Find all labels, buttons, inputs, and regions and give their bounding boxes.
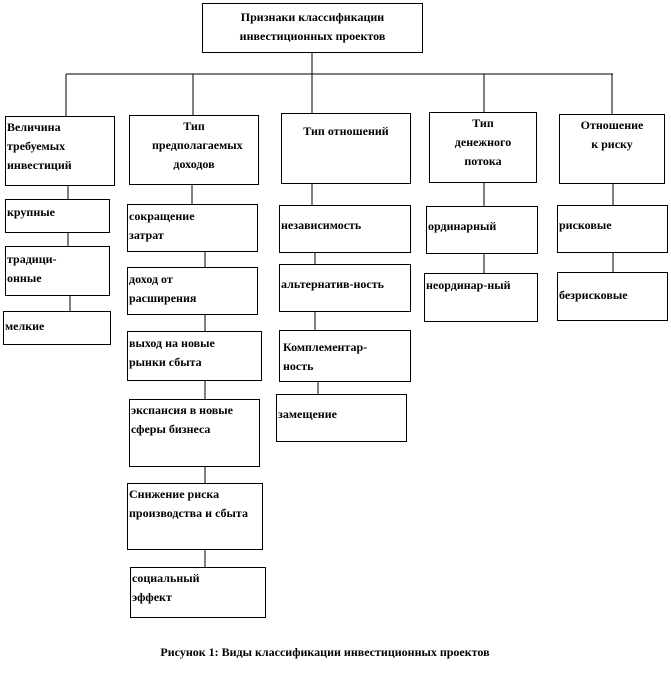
item-cost-reduction: сокращение затрат	[127, 204, 258, 252]
category-label: Тип предполагаемых доходов	[152, 119, 243, 171]
root-node: Признаки классификации инвестиционных пр…	[202, 3, 423, 53]
figure-caption: Рисунок 1: Виды классификации инвестицио…	[160, 645, 490, 659]
item-riskless: безрисковые	[557, 272, 668, 321]
item-label: Комплементар-ность	[283, 340, 368, 373]
category-income-type: Тип предполагаемых доходов	[129, 115, 259, 185]
root-label-line1: Признаки классификации	[240, 10, 385, 24]
category-label: Величина требуемых инвестиций	[7, 120, 72, 172]
item-non-ordinary: неординар-ный	[424, 273, 538, 322]
item-alternativeness: альтернатив-ность	[279, 264, 411, 312]
item-substitution: замещение	[276, 394, 407, 442]
category-label: Тип денежного потока	[454, 116, 512, 168]
item-complementarity: Комплементар-ность	[279, 330, 411, 382]
item-label: доход от расширения	[129, 272, 197, 305]
item-label: традици-онные	[7, 252, 57, 285]
category-investment-size: Величина требуемых инвестиций	[5, 116, 115, 186]
item-label: неординар-ный	[426, 278, 511, 292]
item-large: крупные	[5, 199, 110, 233]
item-label: замещение	[278, 407, 337, 421]
item-small: мелкие	[3, 311, 111, 345]
item-social-effect: социальный эффект	[130, 567, 266, 618]
item-risk-reduction: Снижение риска производства и сбыта	[127, 483, 263, 550]
category-label: Тип отношений	[303, 124, 389, 138]
item-new-business: экспансия в новые сферы бизнеса	[129, 399, 260, 467]
item-label: экспансия в новые сферы бизнеса	[131, 403, 233, 436]
item-expansion-income: доход от расширения	[127, 267, 258, 315]
item-label: крупные	[7, 205, 55, 219]
item-label: выход на новые рынки сбыта	[129, 336, 215, 369]
item-ordinary: ординарный	[426, 206, 538, 254]
item-label: социальный эффект	[132, 571, 200, 604]
item-label: сокращение затрат	[129, 209, 195, 242]
item-independence: независимость	[279, 205, 411, 253]
item-label: альтернатив-ность	[281, 277, 384, 291]
item-label: ординарный	[428, 219, 497, 233]
item-new-markets: выход на новые рынки сбыта	[127, 331, 262, 381]
item-traditional: традици-онные	[5, 246, 110, 296]
item-label: независимость	[281, 218, 362, 232]
category-label: Отношение к риску	[580, 118, 644, 151]
item-label: безрисковые	[559, 288, 628, 302]
item-label: мелкие	[5, 319, 45, 333]
item-risky: рисковые	[557, 205, 668, 253]
category-relation-type: Тип отношений	[281, 113, 411, 184]
category-cash-flow-type: Тип денежного потока	[429, 112, 537, 183]
item-label: Снижение риска производства и сбыта	[129, 487, 248, 520]
category-risk-attitude: Отношение к риску	[559, 114, 665, 184]
root-label-line2: инвестиционных проектов	[239, 29, 386, 43]
item-label: рисковые	[559, 218, 612, 232]
